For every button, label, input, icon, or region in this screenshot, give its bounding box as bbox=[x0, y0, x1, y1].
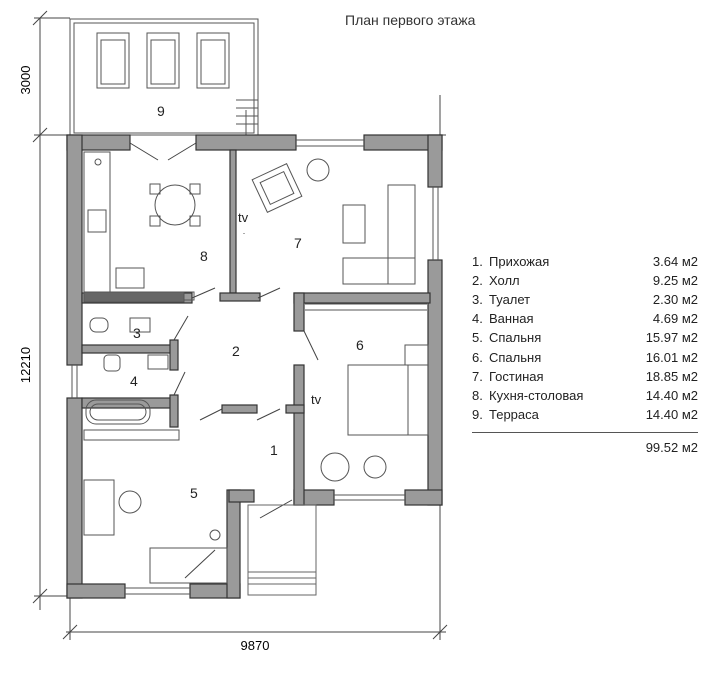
room-label-3: 3 bbox=[133, 325, 141, 341]
room-label-7: 7 bbox=[294, 235, 302, 251]
legend-num: 3. bbox=[472, 292, 483, 308]
page-title: План первого этажа bbox=[345, 12, 476, 28]
legend-num: 8. bbox=[472, 387, 483, 403]
legend-num: 6. bbox=[472, 349, 483, 365]
legend-name: Терраса bbox=[489, 406, 539, 422]
legend-area: 18.85 м2 bbox=[645, 368, 698, 384]
legend-num: 7. bbox=[472, 368, 483, 384]
bedroom-6-furniture bbox=[305, 303, 429, 482]
legend-row: 7. Гостиная 18.85 м2 bbox=[472, 367, 698, 386]
legend-area: 14.40 м2 bbox=[645, 387, 698, 403]
legend-area: 9.25 м2 bbox=[652, 273, 698, 289]
legend-row: 6. Спальня 16.01 м2 bbox=[472, 347, 698, 366]
room-label-9: 9 bbox=[157, 103, 165, 119]
dimension-height: 12210 bbox=[18, 347, 33, 383]
legend-area: 4.69 м2 bbox=[652, 311, 698, 327]
legend-name: Спальня bbox=[489, 330, 542, 346]
tv-label-bedroom: tv bbox=[311, 392, 322, 407]
room-label-1: 1 bbox=[270, 442, 278, 458]
legend-name: Прихожая bbox=[489, 254, 550, 270]
terrace bbox=[69, 18, 259, 136]
room-label-5: 5 bbox=[190, 485, 198, 501]
tv-label-living: tv bbox=[238, 210, 249, 225]
legend-row: 9. Терраса 14.40 м2 bbox=[472, 405, 698, 424]
legend-row: 1. Прихожая 3.64 м2 bbox=[472, 252, 698, 271]
legend-row: 5. Спальня 15.97 м2 bbox=[472, 328, 698, 347]
dimension-width: 9870 bbox=[241, 638, 270, 653]
legend-name: Ванная bbox=[489, 311, 534, 327]
legend-name: Холл bbox=[489, 273, 520, 289]
legend-num: 2. bbox=[472, 273, 483, 289]
room-label-4: 4 bbox=[130, 373, 138, 389]
legend-row: 3. Туалет 2.30 м2 bbox=[472, 290, 698, 309]
legend-area: 2.30 м2 bbox=[652, 292, 698, 308]
legend-row: 8. Кухня-столовая 14.40 м2 bbox=[472, 386, 698, 405]
legend-area: 16.01 м2 bbox=[645, 349, 698, 365]
legend-num: 4. bbox=[472, 311, 483, 327]
walls bbox=[66, 134, 443, 599]
entrance-steps bbox=[247, 504, 317, 596]
legend-row: 4. Ванная 4.69 м2 bbox=[472, 309, 698, 328]
dimension-lines bbox=[32, 10, 448, 640]
legend-num: 5. bbox=[472, 330, 483, 346]
kitchen-furniture bbox=[83, 151, 201, 303]
room-label-2: 2 bbox=[232, 343, 240, 359]
legend-area: 14.40 м2 bbox=[645, 406, 698, 422]
legend-num: 9. bbox=[472, 406, 483, 422]
legend-name: Туалет bbox=[489, 292, 531, 308]
legend-name: Гостиная bbox=[489, 368, 544, 384]
legend-area: 15.97 м2 bbox=[645, 330, 698, 346]
room-legend: 1. Прихожая 3.64 м2 2. Холл 9.25 м2 3. Туалет… bbox=[472, 252, 698, 455]
living-room-furniture bbox=[243, 158, 416, 285]
room-label-8: 8 bbox=[200, 248, 208, 264]
legend-total: 99.52 м2 bbox=[645, 439, 698, 455]
legend-num: 1. bbox=[472, 254, 483, 270]
legend-name: Спальня bbox=[489, 349, 542, 365]
legend-area: 3.64 м2 bbox=[652, 254, 698, 270]
legend-row: 2. Холл 9.25 м2 bbox=[472, 271, 698, 290]
legend-divider bbox=[472, 431, 698, 433]
dimension-terrace: 3000 bbox=[18, 66, 33, 95]
room-numbers: 1 2 3 4 5 6 7 8 9 bbox=[130, 103, 364, 501]
legend-name: Кухня-столовая bbox=[489, 387, 584, 403]
bathroom-fixtures bbox=[85, 317, 169, 425]
room-label-6: 6 bbox=[356, 337, 364, 353]
bedroom-5-furniture bbox=[83, 429, 228, 584]
door-swings bbox=[129, 142, 319, 579]
windows bbox=[71, 139, 439, 595]
